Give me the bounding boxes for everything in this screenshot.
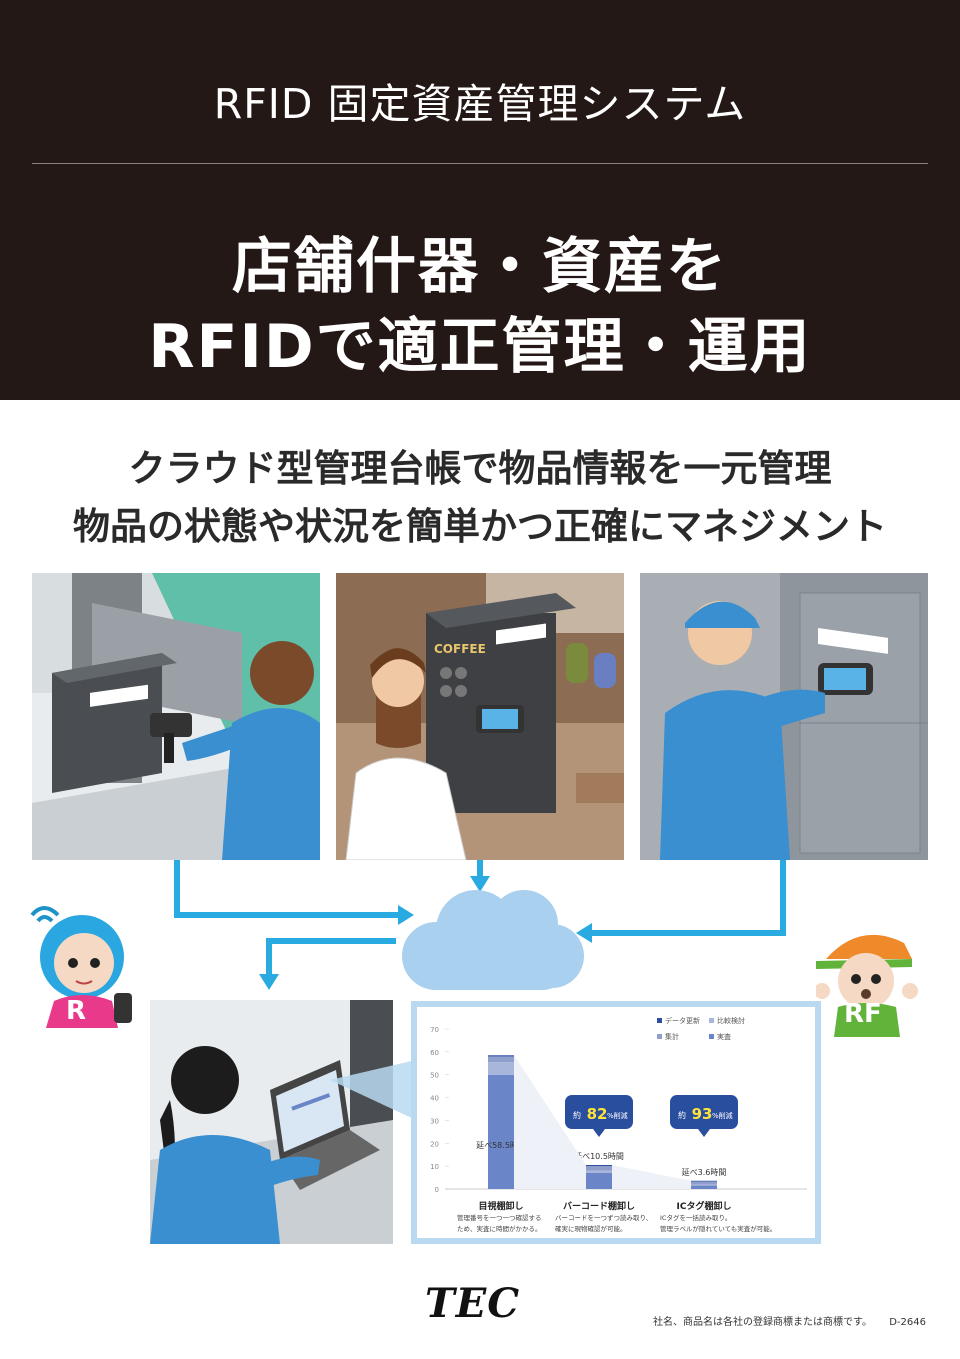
reduction-callout-box: [670, 1095, 738, 1129]
category-label: バーコード棚卸し: [563, 1200, 635, 1212]
hero-banner: RFID 固定資産管理システム 店舗什器・資産を RFIDで適正管理・運用: [0, 0, 960, 400]
flow-line-left-across: [174, 912, 400, 918]
reduction-prefix: 約: [573, 1110, 581, 1120]
zoom-callout-connector: [330, 1060, 416, 1120]
y-tick-label: 60: [430, 1049, 439, 1057]
comparison-band: [612, 1165, 691, 1189]
bar-segment: [691, 1184, 717, 1186]
cloud-icon: [402, 890, 584, 990]
category-description: 管理番号を一つ一つ確認する: [457, 1213, 542, 1222]
category-description: ため、実査に時間がかかる。: [457, 1224, 542, 1233]
legend-swatch: [657, 1034, 662, 1039]
headline-line-2: RFIDで適正管理・運用: [148, 312, 812, 382]
mascot-right-icon: [816, 931, 918, 1037]
bar-total-label: 延べ58.5時間: [476, 1140, 526, 1150]
y-tick-label: 40: [430, 1095, 439, 1103]
y-tick-label: 50: [430, 1072, 439, 1080]
reduction-suffix: %削減: [607, 1111, 628, 1120]
flow-line-left-down: [174, 860, 180, 918]
category-description: 管理ラベルが隠れていても実査が可能。: [660, 1224, 776, 1233]
bar-total-label: 延べ10.5時間: [574, 1151, 624, 1161]
trademark-note: 社名、商品名は各社の登録商標または商標です。: [653, 1317, 873, 1328]
y-tick-label: 10: [430, 1163, 439, 1171]
bar-segment: [488, 1056, 514, 1063]
legend-label: 集計: [665, 1032, 679, 1041]
flow-arrowhead-down: [259, 974, 279, 990]
reduction-value: 82: [587, 1105, 608, 1123]
reduction-value: 93: [692, 1105, 713, 1123]
flow-arrowhead-center: [470, 876, 490, 892]
chart-panel: 0 10 20 30 40 50 60 70 データ更新 比較検討集計 実査延べ58.5時間目視棚卸…: [417, 1007, 815, 1238]
bar-segment: [586, 1170, 612, 1173]
footer-note: 社名、商品名は各社の登録商標または商標です。 D-2646: [639, 1313, 926, 1328]
bar-segment: [691, 1181, 717, 1185]
flow-arrowhead-right: [576, 923, 592, 943]
flow-line-right-across: [590, 930, 786, 936]
category-description: 確実に現物確認が可能。: [555, 1224, 627, 1233]
bar-segment: [691, 1180, 717, 1182]
category-description: バーコードを一つずつ読み取り、: [555, 1213, 652, 1222]
store-scene-illustration: COFFEE: [336, 573, 624, 860]
y-tick-label: 20: [430, 1140, 439, 1148]
reduction-callout-pointer: [593, 1129, 605, 1137]
tec-logo: TEC: [425, 1280, 521, 1327]
reduction-prefix: 約: [678, 1110, 686, 1120]
legend-swatch: [657, 1018, 662, 1023]
y-tick-label: 30: [430, 1117, 439, 1125]
coffee-label: COFFEE: [434, 642, 486, 656]
flow-arrowhead-left: [398, 905, 414, 925]
bar-total-label: 延べ3.6時間: [682, 1167, 727, 1177]
flow-line-center-down: [477, 860, 483, 878]
bar-segment: [488, 1062, 514, 1075]
category-label: ICタグ棚卸し: [677, 1200, 732, 1212]
document-code: D-2646: [889, 1317, 926, 1328]
legend-label: データ更新: [665, 1016, 700, 1025]
mascot-right-badge: RF: [844, 999, 882, 1029]
reduction-callout-pointer: [698, 1129, 710, 1137]
category-label: 目視棚卸し: [478, 1200, 523, 1212]
system-name: RFID 固定資産管理システム: [213, 80, 747, 128]
mascot-left-badge: R: [66, 996, 87, 1026]
mascot-left-icon: [30, 906, 132, 1028]
legend-label: 実査: [717, 1032, 731, 1041]
chart-frame: 0 10 20 30 40 50 60 70 データ更新 比較検討集計 実査延べ58.5時間目視棚卸…: [411, 1001, 821, 1244]
bar-segment: [691, 1185, 717, 1189]
flow-line-right-down: [780, 860, 786, 936]
comparison-band: [514, 1055, 586, 1189]
bar-segment: [586, 1165, 612, 1167]
bar-segment: [586, 1173, 612, 1189]
reduction-suffix: %削減: [712, 1111, 733, 1120]
headline-line-1: 店舗什器・資産を: [232, 232, 728, 302]
y-tick-label: 0: [435, 1186, 439, 1194]
reduction-callout-box: [565, 1095, 633, 1129]
subheadline-line-1: クラウド型管理台帳で物品情報を一元管理: [128, 447, 832, 490]
bar-segment: [488, 1055, 514, 1057]
legend-label: 比較検討: [717, 1016, 745, 1025]
hero-divider: [32, 163, 928, 164]
laptop-scene-illustration: [150, 1000, 393, 1244]
office-scene-illustration: [32, 573, 320, 860]
legend-swatch: [709, 1018, 714, 1023]
bar-segment: [586, 1166, 612, 1171]
bar-segment: [488, 1074, 514, 1189]
y-tick-label: 70: [430, 1026, 439, 1034]
subheadline-line-2: 物品の状態や状況を簡単かつ正確にマネジメント: [73, 505, 887, 548]
flow-line-cloud-left: [266, 938, 396, 944]
warehouse-scene-illustration: [640, 573, 928, 860]
category-description: ICタグを一括読み取り。: [660, 1213, 731, 1222]
legend-swatch: [709, 1034, 714, 1039]
flow-line-cloud-down: [266, 938, 272, 976]
